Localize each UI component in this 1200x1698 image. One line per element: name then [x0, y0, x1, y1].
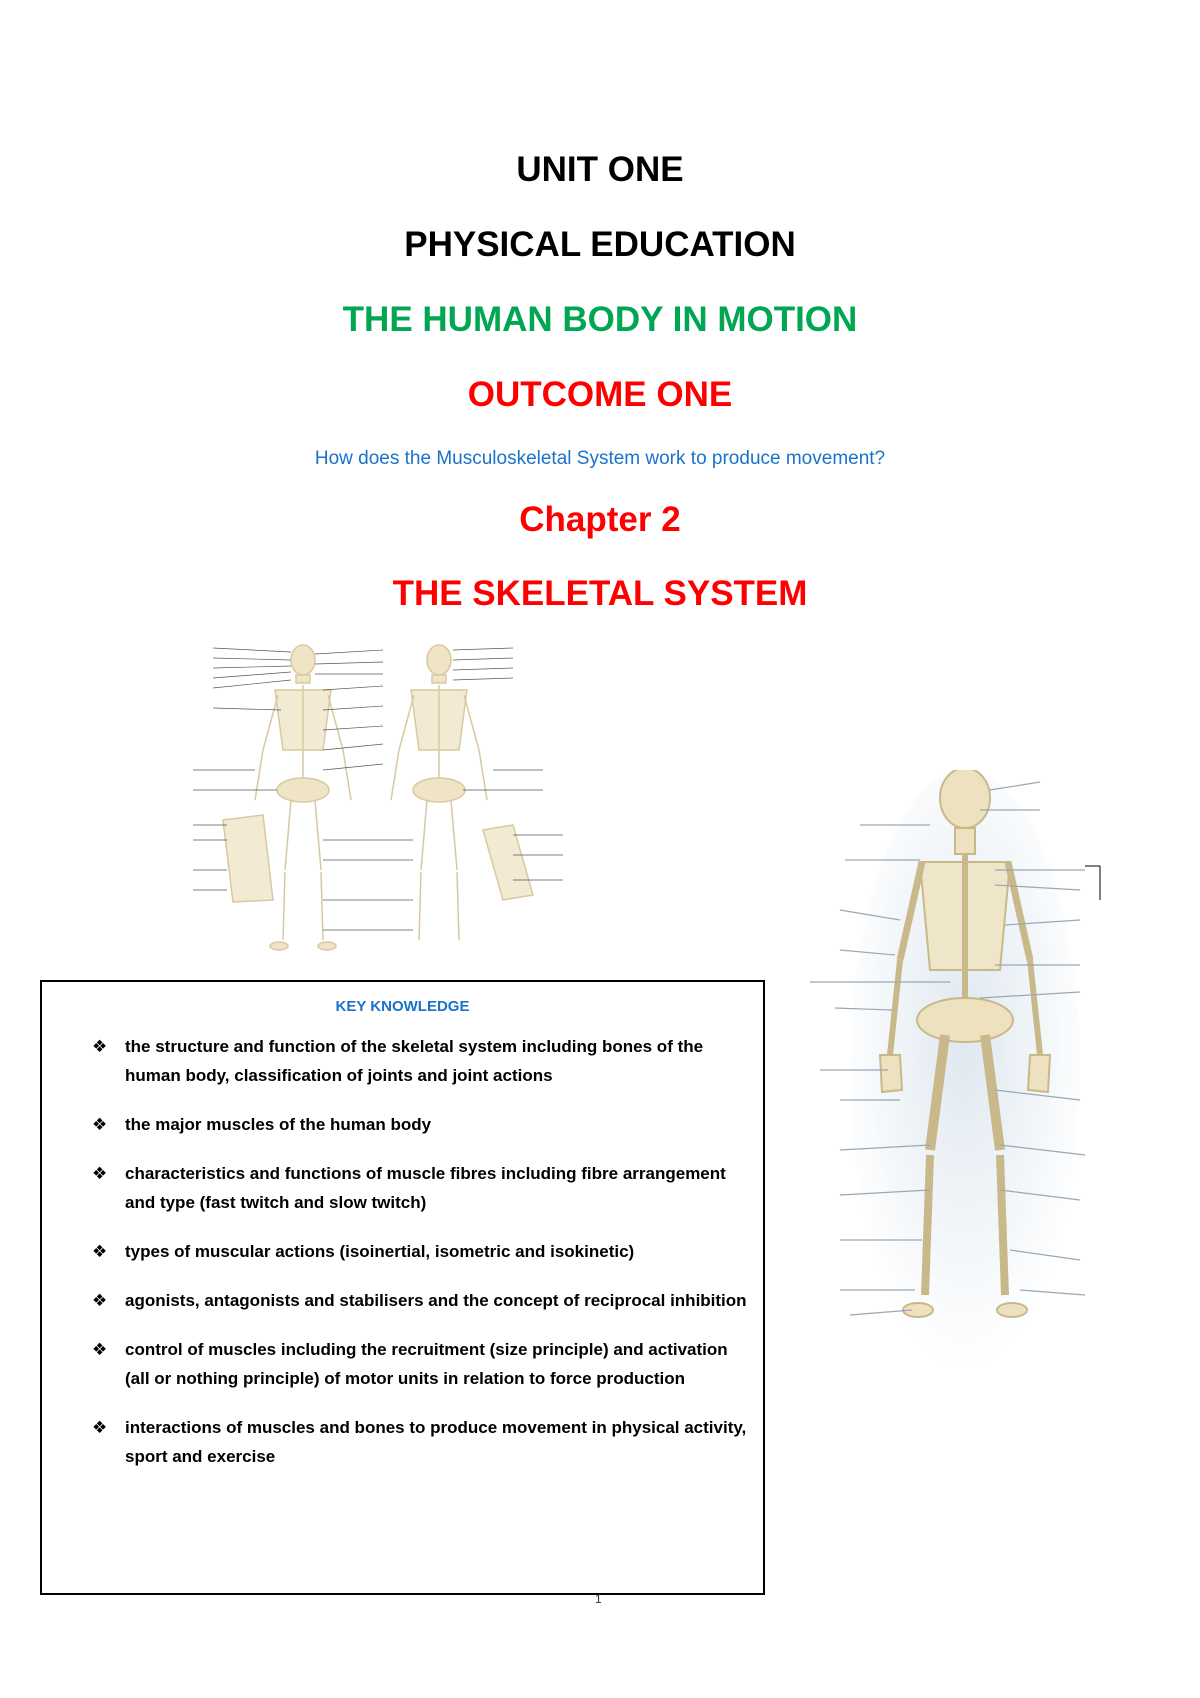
diamond-bullet-icon: ❖: [92, 1291, 108, 1310]
diamond-bullet-icon: ❖: [92, 1340, 108, 1359]
list-item: ❖the structure and function of the skele…: [92, 1032, 752, 1090]
subject-title: PHYSICAL EDUCATION: [404, 225, 796, 264]
chapter-title: THE SKELETAL SYSTEM: [392, 574, 808, 613]
outcome-title: OUTCOME ONE: [467, 375, 733, 414]
key-knowledge-title: KEY KNOWLEDGE: [335, 998, 470, 1015]
key-knowledge-box: KEY KNOWLEDGE ❖the structure and functio…: [40, 980, 765, 1595]
skeleton-diagram-front-back: [193, 644, 563, 951]
chapter-number: Chapter 2: [519, 500, 681, 539]
diamond-bullet-icon: ❖: [92, 1164, 108, 1183]
list-item: ❖characteristics and functions of muscle…: [92, 1159, 752, 1217]
key-knowledge-list: ❖the structure and function of the skele…: [92, 1032, 752, 1491]
list-item: ❖control of muscles including the recrui…: [92, 1335, 752, 1393]
outcome-question: How does the Musculoskeletal System work…: [314, 448, 886, 469]
diamond-bullet-icon: ❖: [92, 1418, 108, 1437]
topic-title: THE HUMAN BODY IN MOTION: [342, 300, 858, 339]
diamond-bullet-icon: ❖: [92, 1115, 108, 1134]
list-item: ❖interactions of muscles and bones to pr…: [92, 1413, 752, 1471]
skeleton-diagram-labelled: [810, 770, 1101, 1370]
page-number: 1: [595, 1592, 602, 1606]
diamond-bullet-icon: ❖: [92, 1242, 108, 1261]
list-item: ❖the major muscles of the human body: [92, 1110, 752, 1139]
unit-title: UNIT ONE: [516, 150, 684, 189]
diamond-bullet-icon: ❖: [92, 1037, 108, 1056]
list-item: ❖types of muscular actions (isoinertial,…: [92, 1237, 752, 1266]
list-item: ❖agonists, antagonists and stabilisers a…: [92, 1286, 752, 1315]
